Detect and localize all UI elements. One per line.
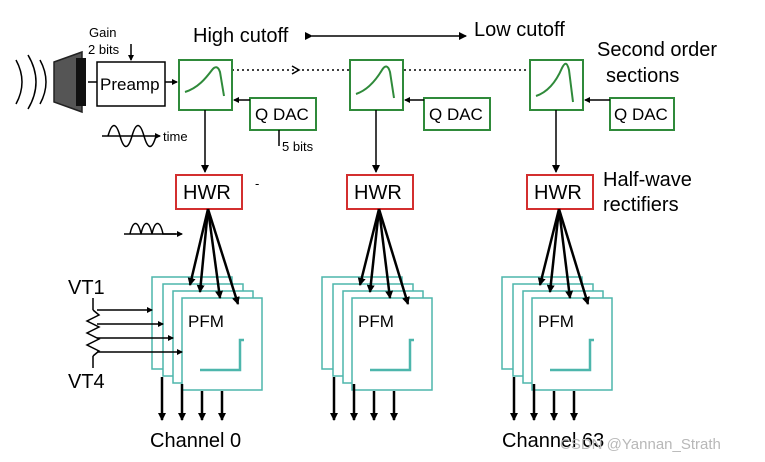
pfm-stack-ch63 [501, 276, 613, 391]
sections-label: sections [606, 65, 679, 87]
pfm-stack-mid [321, 276, 433, 391]
gain-label: Gain [89, 25, 116, 40]
vt1-label: VT1 [68, 277, 105, 299]
half-wave-label: Half-wave [603, 169, 692, 191]
hwr-label-ch63: HWR [534, 182, 582, 204]
time-label: time [163, 129, 188, 144]
qdac-bits-label: 5 bits [282, 139, 314, 154]
second-order-filter-ch63 [529, 59, 584, 111]
pfm-label-mid: PFM [358, 312, 394, 331]
second-order-filter-mid [349, 59, 404, 111]
hwr-label-mid: HWR [354, 182, 402, 204]
low-cutoff-label: Low cutoff [474, 19, 565, 41]
time-waveform-icon [102, 124, 161, 148]
watermark-text: CSDN @Yannan_Strath [560, 436, 721, 453]
dash-mark: - [255, 176, 259, 191]
hwr-label-ch0: HWR [183, 182, 231, 204]
channel63-label: Channel 63 [502, 430, 604, 452]
pfm-stack-ch0 [151, 276, 263, 391]
qdac-label-ch0: Q DAC [255, 105, 309, 124]
rectifiers-label: rectifiers [603, 194, 679, 216]
qdac-box-ch63 [609, 97, 675, 131]
hwr-box-mid [346, 174, 414, 210]
hwr-box-ch63 [526, 174, 594, 210]
second-order-filter-ch0 [178, 59, 233, 111]
high-cutoff-label: High cutoff [193, 25, 289, 47]
sound-waves-icon [15, 54, 47, 110]
channel0-label: Channel 0 [150, 430, 241, 452]
threshold-resistor-icon [85, 298, 101, 368]
preamp-label: Preamp [100, 75, 160, 94]
preamp-box [96, 61, 166, 107]
qdac-label-mid: Q DAC [429, 105, 483, 124]
gain-bits-label: 2 bits [88, 42, 120, 57]
pfm-label-ch63: PFM [538, 312, 574, 331]
qdac-label-ch63: Q DAC [614, 105, 668, 124]
vt4-label: VT4 [68, 371, 105, 393]
rectified-waveform-icon [124, 222, 183, 237]
speaker-icon [53, 50, 86, 114]
qdac-box-ch0 [249, 97, 317, 131]
qdac-box-mid [423, 97, 491, 131]
pfm-label-ch0: PFM [188, 312, 224, 331]
second-order-label: Second order [597, 39, 717, 61]
